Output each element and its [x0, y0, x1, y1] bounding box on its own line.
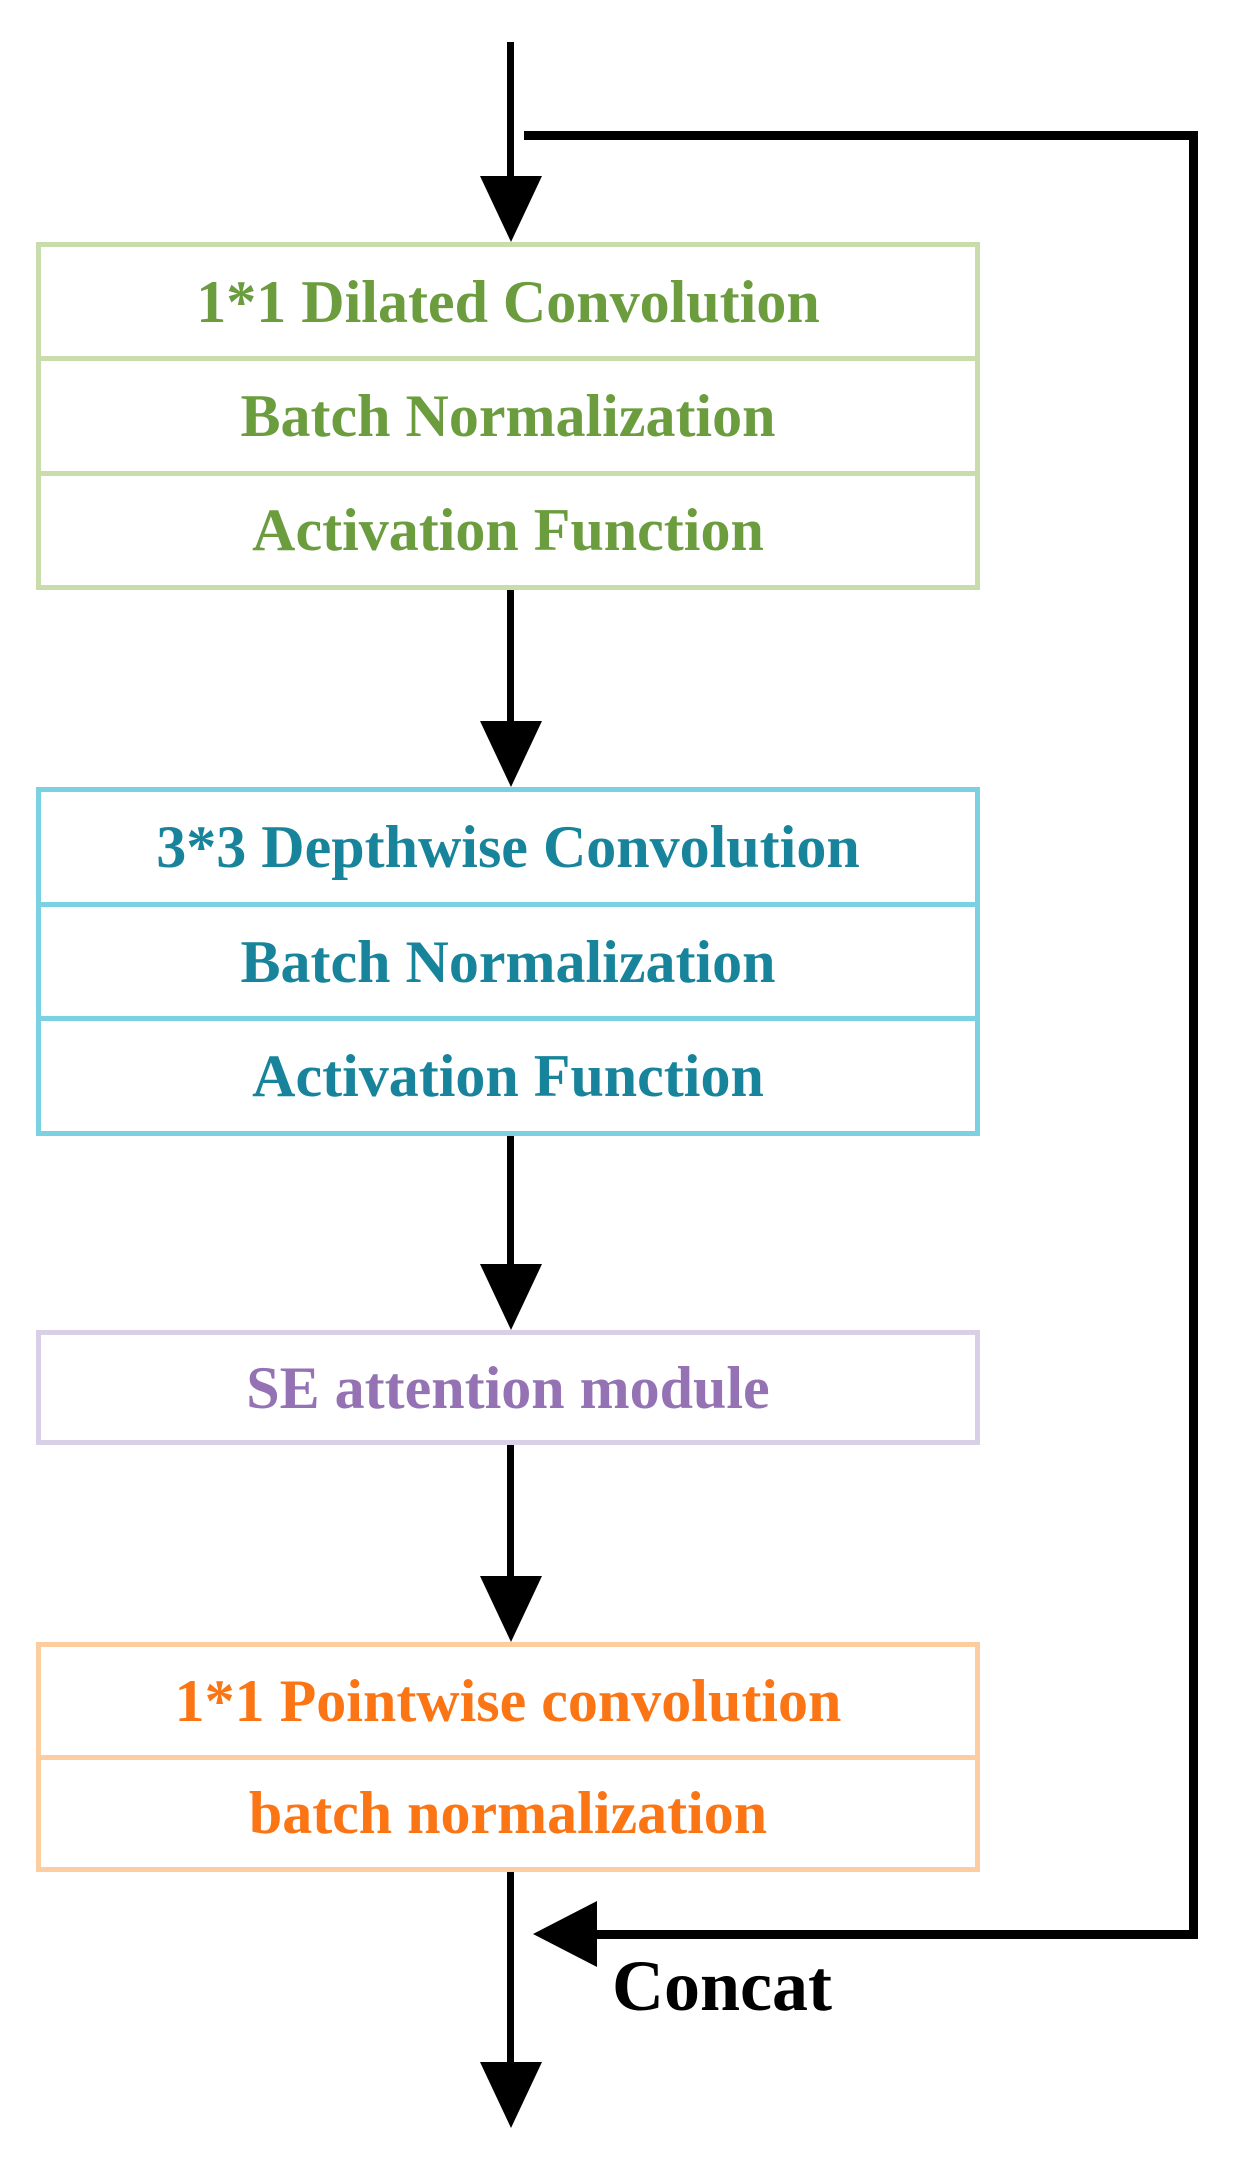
depthwise-conv-block: 3*3 Depthwise Convolution Batch Normaliz…: [36, 787, 980, 1136]
flow-arrow-line: [507, 1445, 514, 1580]
flow-arrowhead-icon: [480, 721, 542, 787]
block-row: 1*1 Pointwise convolution: [41, 1647, 975, 1755]
block-row-label: Batch Normalization: [240, 382, 776, 449]
block-row-label: 1*1 Dilated Convolution: [196, 268, 820, 335]
input-arrow-line: [507, 42, 514, 182]
dilated-conv-block: 1*1 Dilated Convolution Batch Normalizat…: [36, 242, 980, 590]
block-row: 1*1 Dilated Convolution: [41, 247, 975, 356]
block-row-label: Batch Normalization: [240, 928, 776, 995]
block-row: Activation Function: [41, 1016, 975, 1131]
block-row: 3*3 Depthwise Convolution: [41, 792, 975, 902]
block-row-label: SE attention module: [246, 1354, 770, 1421]
block-row-label: Activation Function: [252, 1043, 764, 1110]
block-row-label: batch normalization: [248, 1780, 768, 1847]
input-arrowhead-icon: [480, 176, 542, 242]
flow-arrowhead-icon: [480, 1264, 542, 1330]
block-row-label: 1*1 Pointwise convolution: [174, 1667, 842, 1734]
block-row: batch normalization: [41, 1754, 975, 1868]
concat-label: Concat: [612, 1946, 832, 2026]
output-arrowhead-icon: [480, 2062, 542, 2128]
skip-connection-right-line: [1189, 131, 1198, 1939]
se-attention-block: SE attention module: [36, 1330, 980, 1445]
flow-arrowhead-icon: [480, 1576, 542, 1642]
flow-arrow-line: [507, 590, 514, 725]
pointwise-conv-block: 1*1 Pointwise convolution batch normaliz…: [36, 1642, 980, 1872]
block-row-label: 3*3 Depthwise Convolution: [156, 813, 860, 880]
skip-connection-bottom-line: [595, 1930, 1198, 1939]
block-row: SE attention module: [41, 1335, 975, 1440]
skip-connection-top-line: [524, 131, 1198, 140]
flow-arrow-line: [507, 1136, 514, 1268]
block-row: Batch Normalization: [41, 356, 975, 470]
concat-arrowhead-icon: [533, 1901, 597, 1967]
block-row: Batch Normalization: [41, 901, 975, 1017]
block-row-label: Activation Function: [252, 497, 764, 564]
output-arrow-line: [507, 1872, 514, 2066]
block-row: Activation Function: [41, 470, 975, 585]
